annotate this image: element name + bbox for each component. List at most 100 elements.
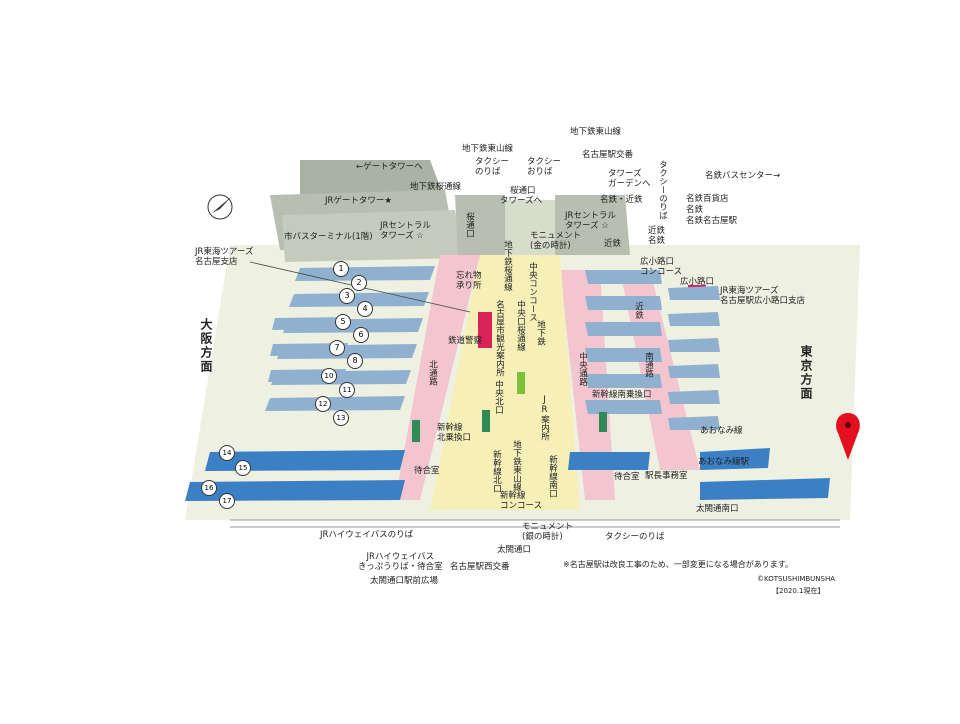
label-sakuradori-exit-v: 桜通口 bbox=[464, 212, 475, 238]
label-jr-tours-hirokoji: JR東海ツアーズ 名古屋駅広小路口支店 bbox=[720, 286, 806, 306]
label-central-concourse: 中央コンコース bbox=[527, 262, 538, 322]
label-railway-police: 鉄道警察 bbox=[448, 336, 483, 346]
platform-right-4 bbox=[585, 348, 662, 362]
platform-number-2: 2 bbox=[351, 275, 367, 291]
platform-number-12: 12 bbox=[315, 396, 331, 412]
label-aonami-station: あおなみ線駅 bbox=[698, 457, 750, 467]
platforms-left bbox=[265, 266, 435, 411]
label-waiting-room-right: 待合室 bbox=[614, 472, 640, 482]
label-jr-highway-kippu: JRハイウェイバス きっぷうりば・待合室 bbox=[358, 552, 443, 572]
platform-left-1 bbox=[295, 266, 435, 281]
label-towers-garden: タワーズ ガーデンへ bbox=[608, 169, 651, 189]
label-shinkansen-south-gate: 新幹線南乗換口 bbox=[592, 390, 652, 400]
green-marker-mid bbox=[482, 410, 490, 432]
shinkansen-right-platform-a bbox=[568, 452, 650, 470]
label-taxi-drop: タクシー おりば bbox=[527, 157, 562, 177]
shinkansen-right-platform-b bbox=[700, 448, 770, 470]
label-meitetsu-station: 名鉄名古屋駅 bbox=[686, 216, 738, 226]
label-meitetsu-depart: 名鉄百貨店 bbox=[686, 194, 729, 204]
label-kintetsu-v: 近鉄 bbox=[633, 302, 644, 319]
label-taikou-exit: 太閤通口 bbox=[497, 545, 532, 555]
platform-number-15: 15 bbox=[235, 460, 251, 476]
platform-number-4: 4 bbox=[357, 301, 373, 317]
platform-right-outer-3 bbox=[668, 338, 720, 352]
label-taxi-vertical: タクシーのりば bbox=[657, 160, 668, 220]
platform-number-17: 17 bbox=[219, 493, 235, 509]
label-monument-silver: モニュメント (銀の時計) bbox=[522, 522, 574, 542]
platform-number-5: 5 bbox=[335, 314, 351, 330]
central-concourse-area bbox=[430, 255, 580, 510]
label-meitetsu-bus-center: 名鉄バスセンター→ bbox=[705, 171, 781, 181]
compass-icon bbox=[207, 194, 233, 220]
label-taxi-bottom: タクシーのりば bbox=[605, 532, 665, 542]
central-tower-left-block bbox=[455, 195, 505, 258]
location-pin-icon bbox=[836, 413, 860, 460]
platform-right-5 bbox=[585, 374, 662, 388]
gate-tower-building bbox=[300, 160, 445, 200]
label-hirokoji-exit: 広小路口 bbox=[680, 277, 715, 287]
platform-right-6 bbox=[585, 400, 662, 414]
label-hirokoji-concourse: 広小路口 コンコース bbox=[640, 257, 683, 277]
platform-14-15 bbox=[205, 450, 405, 471]
label-central-sakuradori: 中央口桜通線 bbox=[515, 300, 526, 351]
platform-number-16: 16 bbox=[201, 480, 217, 496]
label-sakuradori-exit: 桜通口 bbox=[510, 186, 536, 196]
platform-number-3: 3 bbox=[339, 288, 355, 304]
label-bus-terminal: 市バスターミナル(1階) bbox=[284, 232, 373, 242]
label-towers-arrow: タワーズへ bbox=[500, 196, 543, 206]
label-subway-sakura-v: 地下鉄桜通線 bbox=[502, 240, 513, 291]
platform-right-3 bbox=[585, 322, 662, 336]
label-subway-sakuradori-top: 地下鉄桜通線 bbox=[410, 182, 462, 192]
platform-right-outer-6 bbox=[668, 416, 720, 430]
label-meitetsu: 名鉄 bbox=[686, 205, 704, 215]
platform-number-1: 1 bbox=[333, 261, 349, 277]
label-monument-gold: モニュメント (金の時計) bbox=[530, 231, 582, 251]
tourist-info-box bbox=[478, 312, 492, 348]
label-subway-higashiyama-right: 地下鉄東山線 bbox=[570, 127, 622, 137]
platforms-right bbox=[585, 270, 720, 430]
platform-right-outer-2 bbox=[668, 312, 720, 326]
platform-right-outer-1 bbox=[668, 286, 720, 300]
platform-right-outer-4 bbox=[668, 364, 720, 378]
label-lost-property: 忘れ物 承り所 bbox=[456, 271, 482, 291]
label-jr-info: JR案内所 bbox=[539, 395, 550, 441]
label-central-north: 中央北口 bbox=[493, 380, 504, 414]
platform-left-6 bbox=[265, 396, 405, 411]
green-marker-center bbox=[517, 372, 525, 394]
platform-16-17 bbox=[185, 480, 405, 501]
label-shinkansen-v: 新幹線北口 bbox=[491, 450, 502, 493]
platform-number-6: 6 bbox=[353, 327, 369, 343]
platform-right-2 bbox=[585, 296, 662, 310]
label-subway-higashiyama-left: 地下鉄東山線 bbox=[462, 144, 514, 154]
label-central-passage: 中央通路 bbox=[577, 352, 588, 386]
label-jr-tours-taikou: JR東海ツアーズ 名古屋支店 bbox=[195, 247, 254, 267]
label-kintetsu-meitetsu: 近鉄 名鉄 bbox=[648, 226, 666, 246]
central-tower-right-block bbox=[555, 195, 630, 255]
platform-number-10: 10 bbox=[321, 368, 337, 384]
bus-terminal-block bbox=[282, 210, 462, 262]
label-central-towers-left: JRセントラル タワーズ ☆ bbox=[380, 221, 431, 241]
label-nishi-police: 名古屋駅西交番 bbox=[450, 562, 510, 572]
label-gate-tower: JRゲートタワー★ bbox=[325, 196, 393, 206]
label-aonami-line: あおなみ線 bbox=[700, 426, 743, 436]
green-marker-left bbox=[412, 420, 420, 442]
label-central-towers-right: JRセントラル タワーズ ☆ bbox=[565, 211, 616, 231]
label-taxi-ride: タクシー のりば bbox=[475, 157, 510, 177]
platform-number-14: 14 bbox=[219, 445, 235, 461]
platform-number-13: 13 bbox=[333, 410, 349, 426]
monument-plaza bbox=[505, 200, 555, 255]
label-tourist-info: 名古屋市観光案内所 bbox=[494, 300, 505, 377]
label-meitetsu-kintetsu: 名鉄・近鉄 bbox=[600, 195, 643, 205]
label-taikou-south: 太閤通南口 bbox=[696, 504, 739, 514]
map-copyright: ©KOTSUSHIMBUNSHA bbox=[757, 575, 836, 583]
label-jr-highway-bus: JRハイウェイバスのりば bbox=[320, 530, 414, 540]
label-subway-v: 地下鉄 bbox=[535, 320, 546, 346]
label-stationmaster: 駅長事務室 bbox=[645, 471, 688, 481]
platform-right-outer-5 bbox=[668, 390, 720, 404]
platform-left-outer-2 bbox=[270, 343, 348, 356]
green-marker-right bbox=[599, 412, 607, 432]
label-taikou-plaza: 太閤通口駅前広場 bbox=[370, 576, 439, 586]
label-gate-tower-arrow: ←ゲートタワーへ bbox=[356, 162, 423, 172]
